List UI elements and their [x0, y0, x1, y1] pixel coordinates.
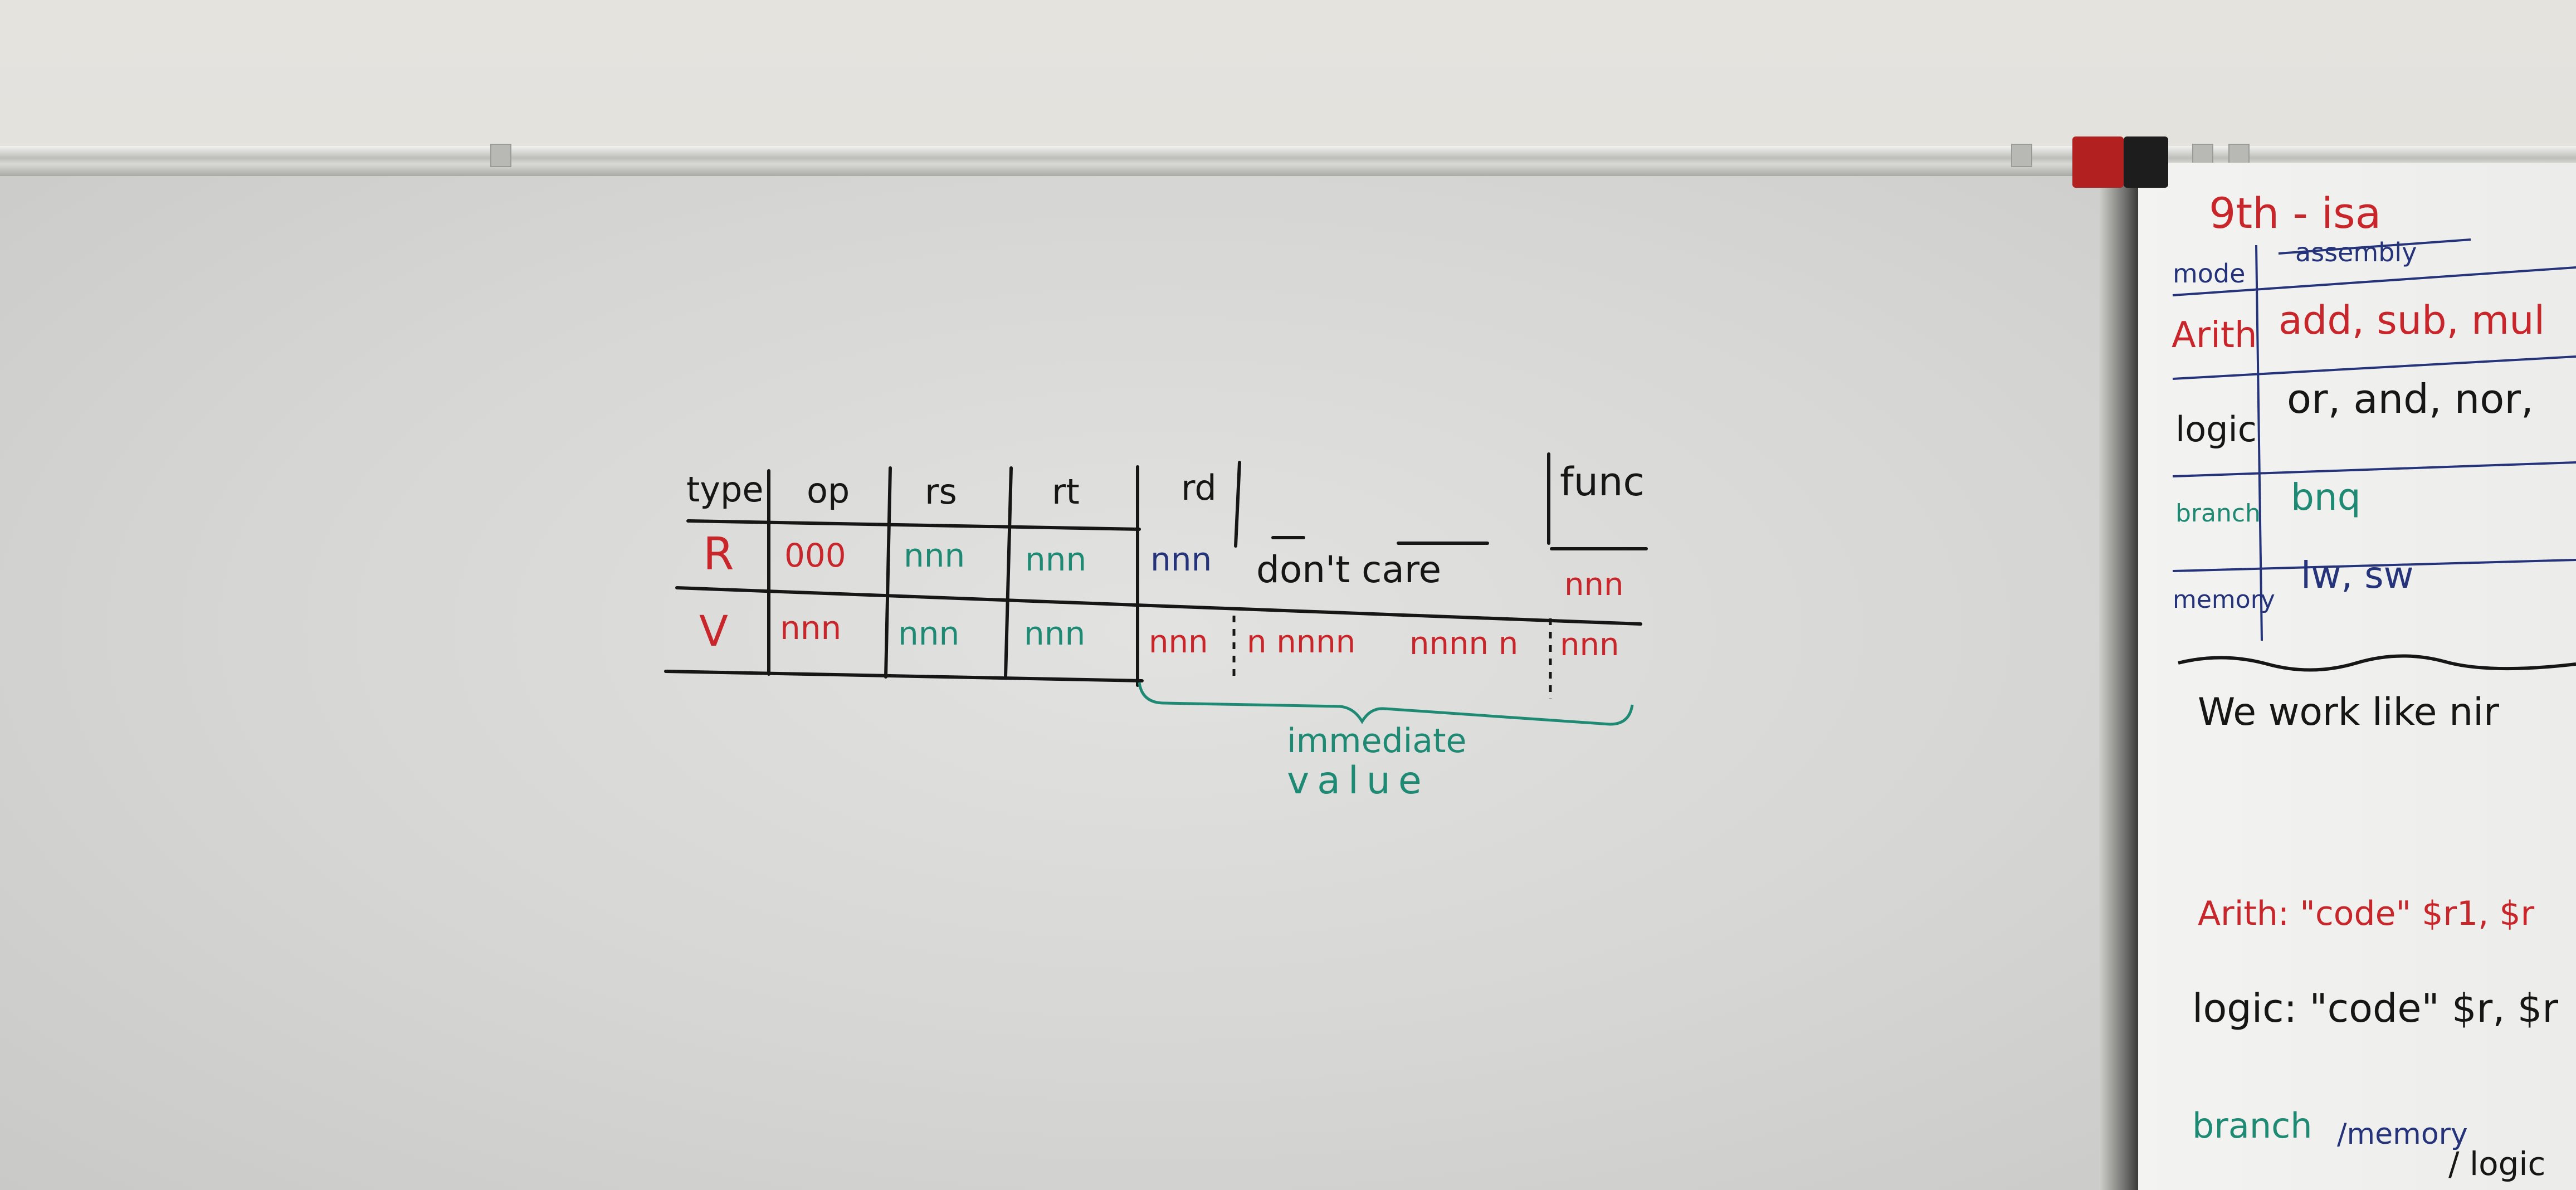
- row-r-rd: nnn: [1150, 540, 1212, 578]
- value-label: value: [1287, 759, 1430, 803]
- row-v-type: V: [699, 606, 728, 656]
- header-rd: rd: [1181, 467, 1217, 508]
- right-row-memory-assembly: lw, sw: [2301, 554, 2414, 597]
- right-title: 9th - isa: [2209, 188, 2382, 238]
- right-line-arith: Arith: "code" $r1, $r: [2198, 894, 2535, 933]
- frame-cap-black: [2124, 136, 2168, 188]
- header-rt: rt: [1052, 471, 1080, 512]
- right-row-branch-mode: branch: [2175, 499, 2261, 528]
- board-frame: [2099, 162, 2138, 1190]
- right-header-assembly: assembly: [2295, 237, 2417, 267]
- right-row-branch-assembly: bnq: [2291, 476, 2361, 519]
- right-row-logic-assembly: or, and, nor,: [2287, 375, 2534, 422]
- right-row-memory-mode: memory: [2173, 586, 2275, 614]
- right-row-arith-assembly: add, sub, mul: [2279, 298, 2545, 343]
- right-header-mode: mode: [2173, 259, 2246, 289]
- whiteboard-right: [2138, 163, 2576, 1190]
- rail-clip: [490, 144, 511, 167]
- right-line-branch-a: branch: [2192, 1105, 2312, 1146]
- rail-clip: [2011, 144, 2032, 167]
- right-line-branch-c: / logic: [2448, 1145, 2546, 1183]
- row-r-dont-care: don't care: [1256, 548, 1442, 591]
- right-row-arith-mode: Arith: [2172, 315, 2257, 356]
- row-v-immediate-a: n nnnn: [1247, 624, 1356, 660]
- row-r-rt: nnn: [1025, 540, 1087, 578]
- right-line-logic: logic: "code" $r, $r: [2192, 986, 2559, 1031]
- row-v-func: nnn: [1560, 627, 1619, 663]
- row-r-rs: nnn: [904, 537, 965, 574]
- row-v-rt: nnn: [1024, 614, 1086, 652]
- row-r-op: 000: [784, 537, 846, 574]
- frame-cap-red: [2072, 136, 2124, 188]
- right-note: We work like nir: [2198, 690, 2500, 734]
- immediate-label: immediate: [1287, 721, 1467, 760]
- header-op: op: [807, 470, 850, 511]
- right-line-branch-b: /memory: [2337, 1118, 2468, 1151]
- row-v-immediate-b: nnnn n: [1409, 626, 1519, 662]
- header-rs: rs: [925, 471, 957, 512]
- row-v-rs: nnn: [898, 614, 960, 652]
- header-func: func: [1560, 459, 1645, 505]
- row-v-rd: nnn: [1149, 624, 1208, 660]
- row-v-op: nnn: [780, 609, 842, 647]
- row-r-type: R: [703, 528, 734, 580]
- row-r-func: nnn: [1564, 567, 1624, 603]
- header-type: type: [686, 469, 764, 510]
- right-row-logic-mode: logic: [2175, 409, 2257, 450]
